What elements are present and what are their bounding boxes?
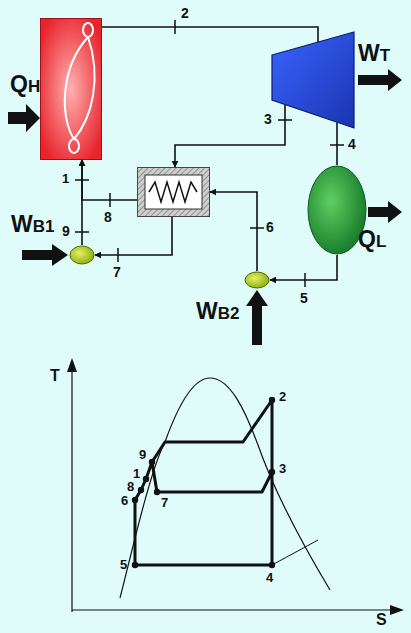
work-out-arrow: [358, 69, 402, 91]
state-dot: [269, 562, 275, 568]
state-number: 3: [264, 112, 272, 126]
state-dot: [154, 489, 160, 495]
axis-arrowhead: [67, 358, 77, 372]
state-number: 9: [139, 448, 146, 461]
steam-drum: [83, 23, 93, 37]
saturation-dome: [120, 378, 330, 598]
condenser-body: [308, 166, 366, 254]
state-number: 4: [266, 571, 273, 584]
shape-outline: [270, 30, 356, 130]
shape-outline: [137, 167, 210, 217]
state-dot: [132, 562, 138, 568]
state-number: 1: [62, 172, 69, 185]
state-dot: [143, 476, 149, 482]
state-number: 6: [121, 494, 128, 507]
state-number: 3: [279, 462, 286, 475]
state-number: 9: [62, 224, 70, 238]
condenser-shape: QL: [307, 165, 367, 255]
state-dot: [149, 459, 155, 465]
axis-line: [71, 370, 72, 612]
energy-label: WB2: [196, 300, 239, 323]
boiler-tubes: [65, 37, 95, 139]
axis-label: T: [50, 368, 60, 384]
heater-shell: [138, 168, 210, 217]
pump-work-arrow: [22, 244, 68, 266]
state-dot: [138, 487, 144, 493]
state-number: 4: [348, 137, 356, 151]
cycle-line: [135, 400, 272, 565]
state-number: 8: [104, 210, 112, 224]
flow-line: [210, 192, 257, 271]
shape-outline: [69, 245, 95, 265]
state-dot: [132, 497, 138, 503]
turbine-body: [272, 32, 354, 128]
water-drum: [69, 139, 79, 153]
state-number: 5: [120, 558, 127, 571]
state-number: 6: [266, 220, 274, 234]
flow-line: [81, 160, 83, 245]
energy-label: QL: [358, 228, 386, 251]
turbine-shape: WT: [270, 30, 356, 130]
state-number: 2: [181, 6, 189, 20]
pump-body: [70, 246, 94, 264]
state-number: 7: [161, 496, 168, 509]
pump-shape: WB1: [69, 245, 95, 265]
axis-label: S: [376, 612, 387, 628]
ts-diagram: [67, 358, 404, 615]
boiler-body: [41, 19, 102, 160]
extension-line: [272, 540, 318, 565]
energy-label: QH: [10, 73, 40, 96]
flow-line: [82, 160, 137, 200]
state-dot: [269, 397, 275, 403]
flow-line: [270, 255, 337, 280]
state-points: [132, 397, 275, 568]
heater-interior: [145, 175, 202, 209]
heater-coil: [149, 182, 197, 202]
axis-arrowhead: [390, 605, 404, 615]
state-number: 5: [300, 291, 308, 305]
heat-in-arrow: [8, 104, 40, 132]
pump-shape: WB2: [244, 271, 270, 289]
state-number: 2: [279, 390, 286, 403]
cycle-line: [135, 472, 272, 565]
boiler-box: QH: [40, 18, 102, 160]
state-number: 8: [127, 480, 134, 493]
state-number: 1: [133, 467, 140, 480]
heat-out-arrow: [368, 201, 402, 223]
shape-outline: [244, 271, 270, 289]
shape-outline: [40, 18, 102, 160]
axis-line: [72, 609, 392, 610]
flow-line: [175, 104, 285, 167]
state-dot: [269, 469, 275, 475]
heater-box: [137, 167, 210, 217]
energy-label: WB1: [11, 213, 54, 236]
pump-work-arrow: [246, 290, 268, 345]
energy-label: WT: [358, 42, 390, 65]
state-number: 7: [113, 265, 121, 279]
pump-body: [245, 272, 269, 288]
flow-line: [336, 122, 338, 165]
flow-line: [102, 27, 318, 42]
